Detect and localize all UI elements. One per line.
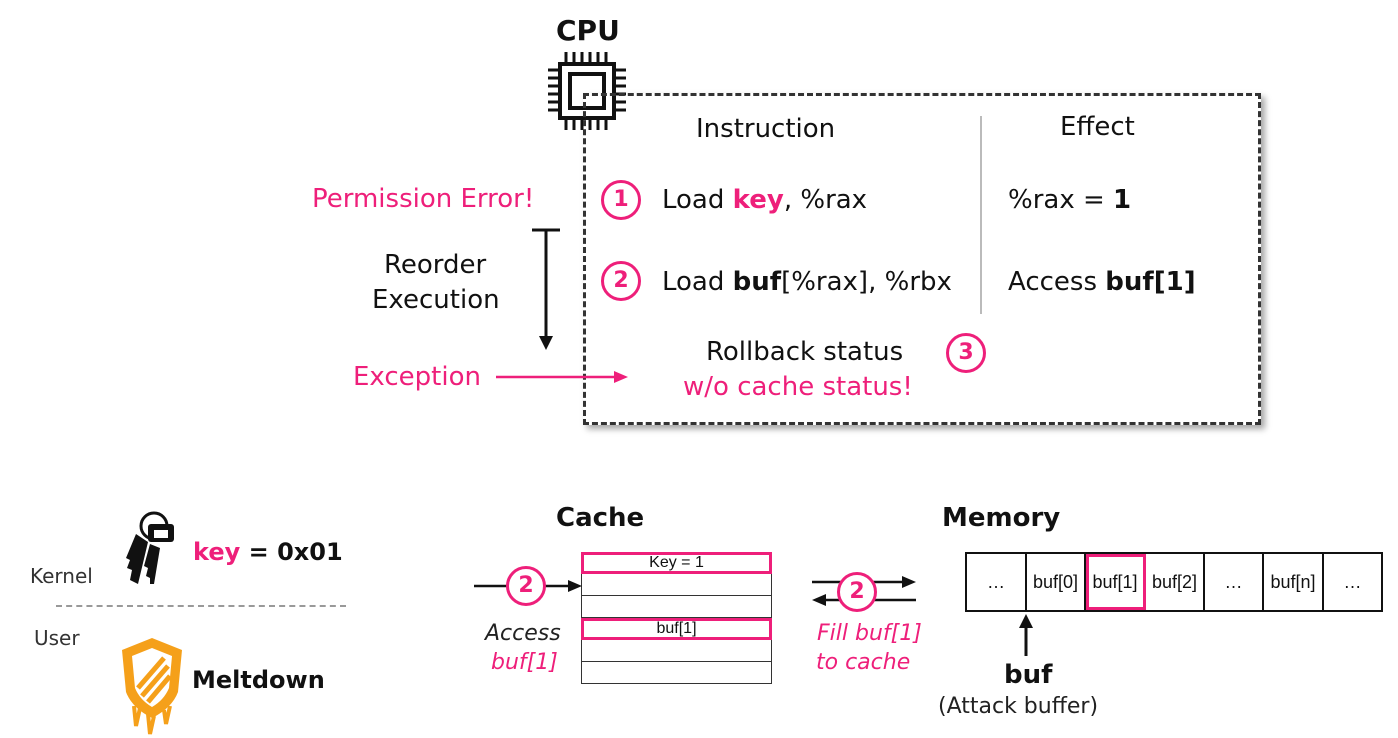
fill-label-2: to cache xyxy=(816,650,911,675)
step-2-buf: buf xyxy=(732,267,782,297)
reorder-arrow xyxy=(532,228,560,350)
exception-arrow xyxy=(496,371,628,383)
step-2-post: [%rax], %rbx xyxy=(781,267,952,297)
permission-error: Permission Error! xyxy=(312,184,535,214)
buf-description: (Attack buffer) xyxy=(938,694,1099,719)
step-3-badge: 3 xyxy=(946,333,986,373)
access-label: Access xyxy=(485,621,561,646)
step-2-effect-val: buf[1] xyxy=(1105,267,1196,297)
effect-header: Effect xyxy=(1060,112,1135,142)
step-2-effect: Access buf[1] xyxy=(1008,269,1196,295)
fill-label-1: Fill buf[1] xyxy=(817,621,922,646)
step-1-instruction: Load key, %rax xyxy=(662,187,867,213)
cache-title: Cache xyxy=(556,503,645,533)
cpu-chip-icon xyxy=(548,52,626,130)
kernel-key-value: = 0x01 xyxy=(240,538,343,566)
step-1-badge: 1 xyxy=(601,180,641,220)
step-1-effect: %rax = 1 xyxy=(1008,187,1131,213)
step-2-effect-pre: Access xyxy=(1008,267,1106,297)
fill-step-badge: 2 xyxy=(837,572,877,612)
memory-cell: … xyxy=(1343,571,1362,592)
cache-row: Key = 1 xyxy=(581,552,772,574)
step-2-pre: Load xyxy=(662,267,733,297)
memory-cell: … xyxy=(1205,554,1264,610)
cache-row xyxy=(581,662,772,684)
kernel-key: key = 0x01 xyxy=(193,538,343,566)
user-label: User xyxy=(34,626,80,650)
cache-row xyxy=(581,574,772,596)
reorder-label-2: Execution xyxy=(372,285,500,315)
rollback-status: Rollback status xyxy=(706,337,904,367)
step-1-effect-pre: %rax = xyxy=(1008,185,1114,215)
kernel-key-name: key xyxy=(193,538,241,566)
cache-row: buf[1] xyxy=(581,618,772,640)
buf-label: buf xyxy=(1004,660,1053,690)
memory-title: Memory xyxy=(942,503,1061,533)
kernel-label: Kernel xyxy=(30,564,93,588)
cpu-label: CPU xyxy=(556,14,620,47)
column-divider xyxy=(980,116,982,314)
kernel-user-boundary xyxy=(56,605,346,607)
step-1-pre: Load xyxy=(662,185,733,215)
memory-cell: buf[2] xyxy=(1146,554,1205,610)
exception-label: Exception xyxy=(353,362,481,392)
access-step-badge: 2 xyxy=(506,566,546,606)
meltdown-label: Meltdown xyxy=(192,666,325,694)
step-1-post: , %rax xyxy=(783,185,868,215)
cache-table: Key = 1 buf[1] xyxy=(581,552,772,684)
keys-icon xyxy=(126,511,174,584)
buf-pointer-arrow xyxy=(1019,614,1033,656)
access-target: buf[1] xyxy=(491,650,558,675)
step-1-key: key xyxy=(732,185,784,215)
rollback-note: w/o cache status! xyxy=(683,372,913,402)
step-2-badge: 2 xyxy=(601,261,641,301)
memory-cell-target: buf[1] xyxy=(1086,554,1146,610)
meltdown-shield-icon xyxy=(122,638,182,735)
memory-array: … buf[0] buf[1] buf[2] … buf[n] … xyxy=(965,552,1383,612)
cache-row xyxy=(581,596,772,618)
memory-cell: buf[n] xyxy=(1264,554,1324,610)
reorder-label-1: Reorder xyxy=(384,250,487,280)
step-1-effect-val: 1 xyxy=(1113,185,1132,215)
instruction-header: Instruction xyxy=(696,114,836,144)
cache-row xyxy=(581,640,772,662)
step-2-instruction: Load buf[%rax], %rbx xyxy=(662,269,952,295)
memory-cell: buf[0] xyxy=(1027,554,1086,610)
cpu-execution-box xyxy=(583,93,1261,425)
memory-cell: … xyxy=(967,554,1027,610)
